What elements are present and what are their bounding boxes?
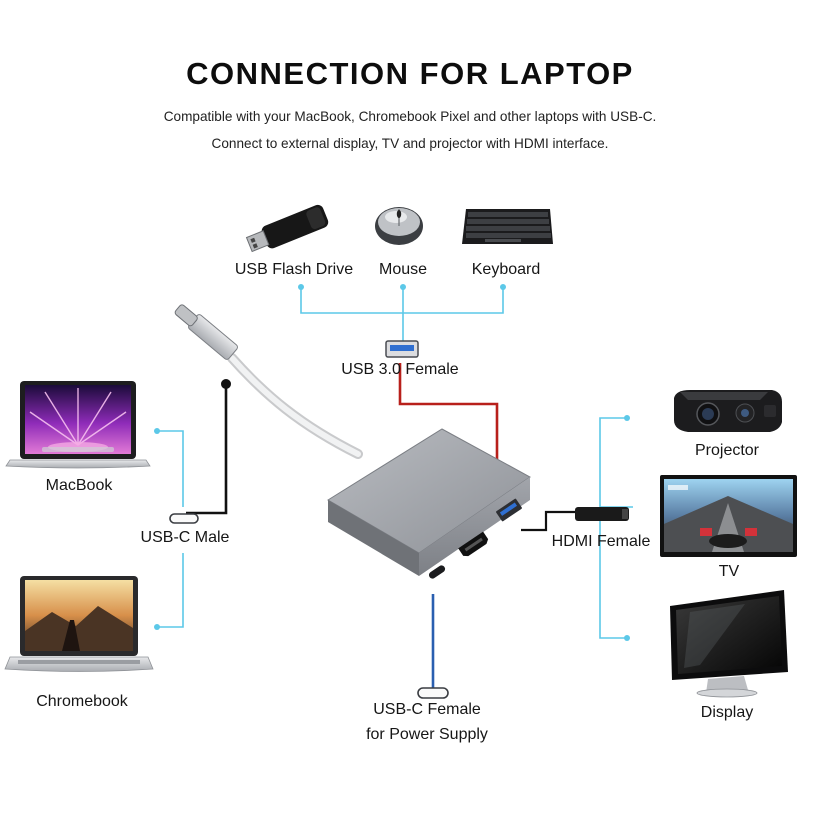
tv-icon xyxy=(660,475,797,557)
label-usbc-female: USB-C Female xyxy=(373,701,481,718)
displays-connector xyxy=(599,417,633,639)
label-macbook: MacBook xyxy=(45,477,113,494)
hdmi-port-line xyxy=(521,510,575,532)
usb-c-female-icon xyxy=(417,687,449,699)
hdmi-plug-icon xyxy=(575,507,629,521)
mouse-icon xyxy=(375,207,423,245)
subtitle-connectivity: Connect to external display, TV and proj… xyxy=(211,136,609,151)
label-usb30-female: USB 3.0 Female xyxy=(341,361,459,378)
page-title: CONNECTION FOR LAPTOP xyxy=(186,56,634,91)
label-display: Display xyxy=(700,704,754,721)
display-icon xyxy=(670,590,788,698)
usbc-cable xyxy=(174,304,363,459)
label-keyboard: Keyboard xyxy=(471,261,541,278)
label-usb-flash-drive: USB Flash Drive xyxy=(234,261,354,278)
label-mouse: Mouse xyxy=(378,261,428,278)
macbook-icon xyxy=(5,381,151,469)
projector-icon xyxy=(674,390,782,432)
label-usbc-male: USB-C Male xyxy=(140,529,230,546)
top-devices-connector xyxy=(300,289,504,341)
usb-a-port-icon xyxy=(385,340,419,358)
usb30-port-line xyxy=(398,363,499,485)
usbc-hub xyxy=(327,428,531,579)
usbc-male-line xyxy=(186,384,228,515)
subtitle-compatibility: Compatible with your MacBook, Chromebook… xyxy=(163,109,657,124)
label-chromebook: Chromebook xyxy=(36,693,128,710)
keyboard-icon xyxy=(462,209,553,244)
chromebook-icon xyxy=(4,576,154,672)
label-usbc-female-power: for Power Supply xyxy=(366,726,488,743)
label-projector: Projector xyxy=(694,442,760,459)
usb-c-male-icon xyxy=(169,513,199,524)
label-tv: TV xyxy=(718,563,740,580)
label-hdmi-female: HDMI Female xyxy=(551,533,651,550)
usb-flash-drive-icon xyxy=(245,204,329,253)
laptops-connector xyxy=(157,430,184,628)
